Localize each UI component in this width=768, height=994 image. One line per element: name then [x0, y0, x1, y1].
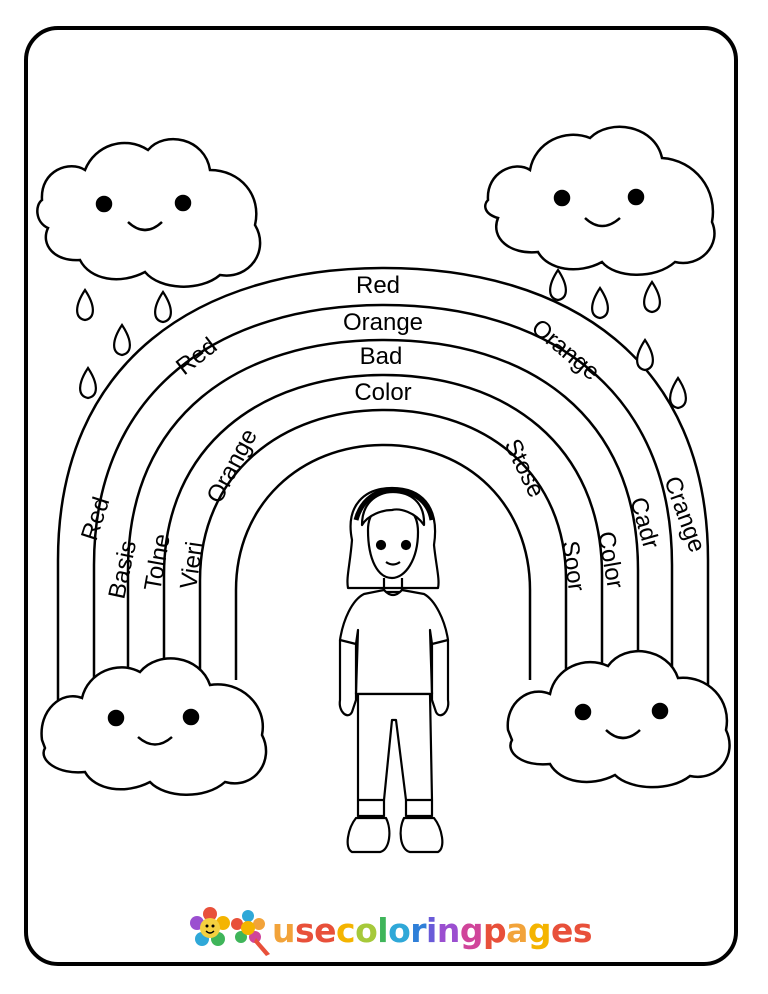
brand-letter: u — [272, 910, 296, 950]
rainbow-band-4 — [162, 373, 604, 680]
brand-letter: p — [482, 910, 507, 950]
brand-logo: usecoloringpages — [186, 900, 593, 960]
rainbow-label: Soor — [556, 539, 590, 593]
brand-letter: o — [355, 910, 378, 950]
rainbow — [56, 266, 710, 720]
brand-name: usecoloringpages — [272, 910, 593, 950]
brand-letter: s — [572, 910, 593, 950]
flower-logo-icon — [190, 907, 270, 956]
rainbow-label: Color — [592, 529, 629, 590]
brand-letter: e — [551, 910, 573, 950]
brand-letter: r — [410, 910, 427, 950]
brand-letter: l — [377, 910, 389, 950]
brand-letter: n — [436, 910, 461, 950]
brand-letter: g — [459, 910, 484, 950]
brand-letter: s — [295, 910, 315, 950]
brand-letter: e — [314, 910, 337, 950]
brand-letter: o — [388, 910, 411, 950]
rainbow-label: Stose — [499, 435, 550, 502]
rainbow-label: Cadr — [624, 494, 664, 551]
rainbow-label: Orange — [201, 424, 262, 507]
brand-letter: g — [527, 910, 552, 950]
brand-letter: i — [426, 910, 437, 950]
rainbow-band-6 — [234, 443, 532, 680]
rainbow-band-5 — [198, 408, 568, 670]
rainbow-label: Vieri — [175, 540, 208, 591]
rainbow-label: Orange — [343, 309, 423, 336]
rainbow-label: Red — [171, 332, 222, 380]
cloud-top-left — [36, 137, 262, 288]
rainbow-label: Red — [76, 494, 115, 544]
rainbow-label: Basis — [103, 538, 142, 601]
cloud-top-right — [484, 125, 716, 276]
rainbow-label: Tolne — [139, 532, 176, 593]
brand-letter: c — [336, 910, 356, 950]
brand-letter: a — [506, 910, 528, 950]
rainbow-label: Bad — [360, 343, 403, 370]
cloud-bottom-right — [506, 650, 731, 789]
rainbow-band-2 — [92, 303, 674, 700]
rainbow-band-3 — [126, 338, 640, 690]
raindrops — [76, 268, 687, 410]
cloud-bottom-left — [40, 657, 268, 796]
rainbow-label: Color — [354, 379, 411, 406]
rainbow-label: Orange — [526, 314, 605, 386]
rainbow-label: Crange — [658, 473, 710, 556]
page-frame — [24, 26, 738, 966]
rainbow-label: Red — [356, 272, 400, 299]
rainbow-band-1 — [56, 266, 710, 720]
girl-figure — [338, 486, 450, 854]
